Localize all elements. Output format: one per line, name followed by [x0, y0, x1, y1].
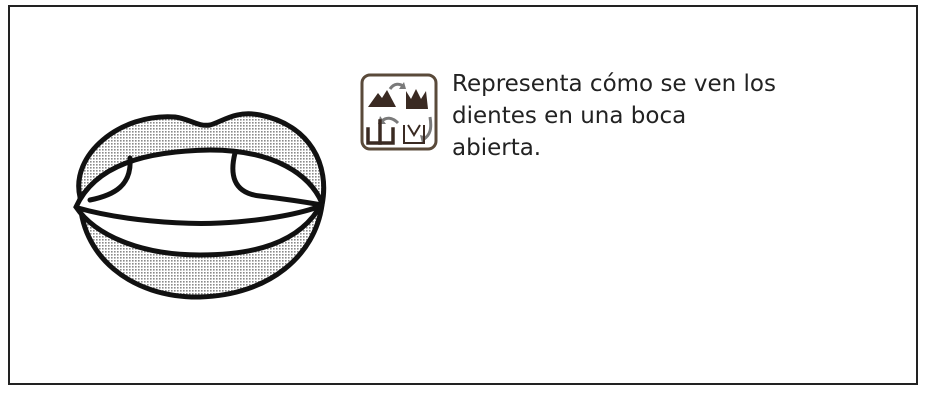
open-mouth-illustration [73, 111, 327, 300]
mountain-character-icon [366, 119, 395, 145]
pictogram-to-character-icon [360, 73, 438, 151]
mountain-pictogram-icon [368, 90, 396, 107]
caption-text: Representa cómo se ven los dientes en un… [452, 71, 776, 161]
upper-teeth-right [230, 150, 325, 208]
lower-teeth-edge [75, 204, 321, 226]
teeth-pictogram-icon [406, 89, 428, 109]
teeth-character-icon [403, 124, 425, 144]
upper-teeth-left [87, 155, 133, 203]
